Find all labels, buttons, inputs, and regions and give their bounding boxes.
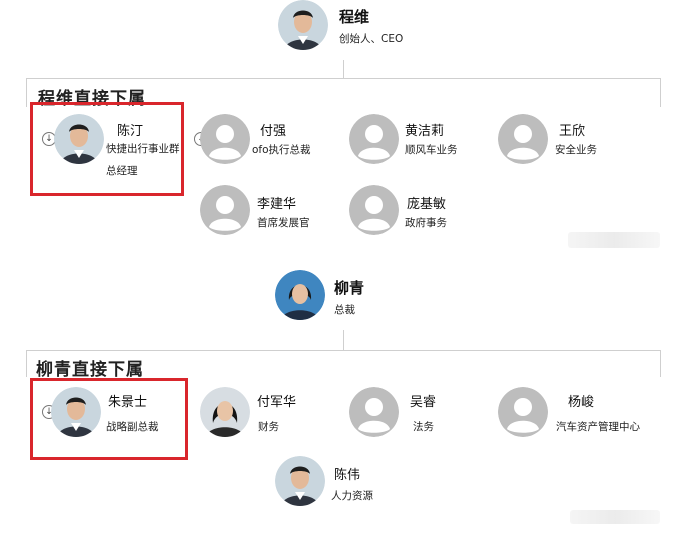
avatar-chenting[interactable] — [54, 114, 104, 164]
person-name: 付军华 — [257, 395, 297, 410]
person-name: 陈汀 — [117, 124, 144, 139]
person-role: 顺风车业务 — [405, 144, 458, 156]
person-name: 黄洁莉 — [405, 124, 445, 139]
watermark-smudge — [568, 232, 660, 248]
section-frame — [26, 350, 661, 377]
person-name: 付强 — [260, 124, 287, 139]
person-name: 王欣 — [559, 124, 586, 139]
person-role: 安全业务 — [555, 144, 597, 156]
avatar-placeholder[interactable] — [349, 114, 399, 164]
avatar-fujunhua[interactable] — [200, 387, 250, 437]
person-name: 杨峻 — [568, 395, 595, 410]
person-role: 人力资源 — [331, 490, 373, 502]
avatar-placeholder[interactable] — [498, 114, 548, 164]
person-role-line2: 总经理 — [106, 165, 138, 177]
person-role: 快捷出行事业群 — [106, 143, 180, 155]
ceo-name: 程维 — [339, 8, 370, 26]
avatar-chenwei[interactable] — [275, 456, 325, 506]
avatar-zhujingshi[interactable] — [51, 387, 101, 437]
avatar-liuqing[interactable] — [275, 270, 325, 320]
section-frame — [26, 78, 661, 107]
person-role: 汽车资产管理中心 — [556, 421, 640, 433]
connector-line — [343, 330, 344, 350]
connector-line — [343, 60, 344, 78]
avatar-placeholder[interactable] — [349, 387, 399, 437]
person-name: 庞基敏 — [407, 197, 447, 212]
section-title-2: 柳青直接下属 — [36, 360, 144, 380]
avatar-placeholder[interactable] — [498, 387, 548, 437]
person-role: ofo执行总裁 — [252, 144, 311, 156]
person-name: 吴睿 — [410, 395, 437, 410]
ceo-role: 创始人、CEO — [339, 33, 404, 45]
person-role: 战略副总裁 — [106, 421, 159, 433]
person-role: 财务 — [258, 421, 279, 433]
person-role: 政府事务 — [405, 217, 447, 229]
person-name: 李建华 — [257, 197, 297, 212]
avatar-placeholder[interactable] — [200, 185, 250, 235]
highlight-box-2 — [30, 378, 188, 460]
avatar-placeholder[interactable] — [349, 185, 399, 235]
president-name: 柳青 — [334, 279, 365, 297]
person-role: 法务 — [413, 421, 434, 433]
person-name: 陈伟 — [334, 468, 361, 483]
president-role: 总裁 — [334, 304, 355, 316]
person-name: 朱景士 — [108, 395, 148, 410]
avatar-chengwei[interactable] — [278, 0, 328, 50]
avatar-placeholder[interactable] — [200, 114, 250, 164]
person-role: 首席发展官 — [257, 217, 310, 229]
highlight-box-1 — [30, 102, 184, 196]
watermark-smudge — [570, 510, 660, 524]
